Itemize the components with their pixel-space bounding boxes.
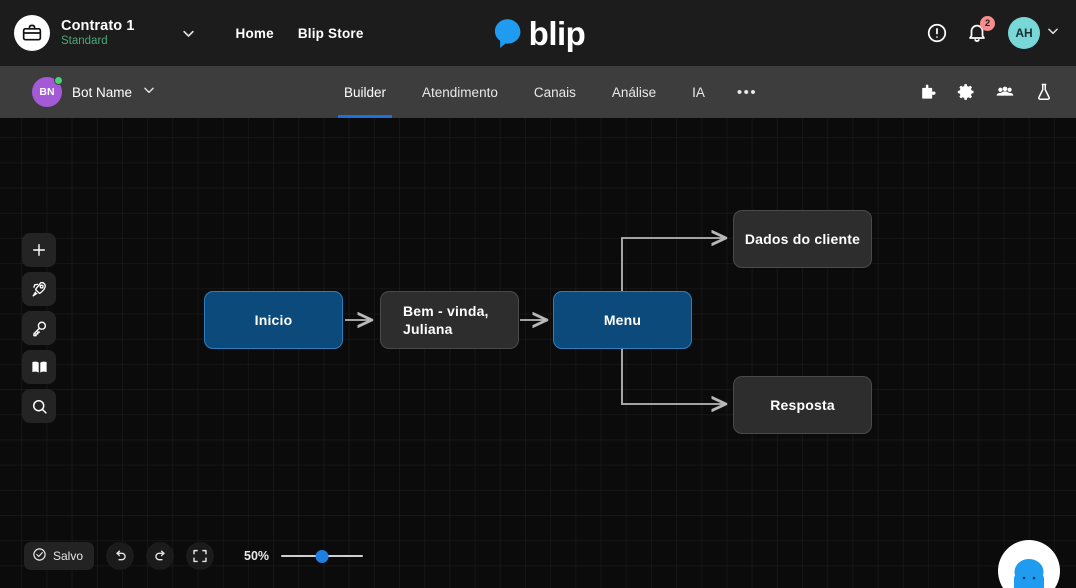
bot-sub-header-bar: BN Bot Name Builder Atendimento Canais A… <box>0 66 1076 118</box>
flow-node-bem-vinda[interactable]: Bem - vinda, Juliana <box>380 291 519 349</box>
online-status-dot <box>54 76 63 85</box>
tab-ia[interactable]: IA <box>692 84 705 100</box>
flow-node-inicio[interactable]: Inicio <box>204 291 343 349</box>
blip-logo: blip <box>491 16 586 50</box>
chevron-down-icon[interactable] <box>142 83 156 102</box>
top-nav: Home Blip Store <box>236 26 364 41</box>
saved-label: Salvo <box>53 549 84 563</box>
top-header-bar: Contrato 1 Standard Home Blip Store blip <box>0 0 1076 66</box>
flow-node-label: Menu <box>603 311 642 328</box>
canvas-toolbar <box>22 233 56 423</box>
contract-text: Contrato 1 Standard <box>61 18 135 49</box>
undo-icon[interactable] <box>106 542 135 570</box>
status-badge: Salvo <box>24 542 95 570</box>
chevron-down-icon <box>1046 24 1060 43</box>
contract-name: Contrato 1 <box>61 17 135 34</box>
contract-selector[interactable]: Contrato 1 Standard <box>0 0 206 66</box>
bot-selector[interactable]: BN Bot Name <box>0 76 156 107</box>
zoom-slider-thumb[interactable] <box>315 549 329 563</box>
fit-screen-icon[interactable] <box>186 542 215 570</box>
flow-node-label: Inicio <box>254 311 293 328</box>
gear-icon[interactable] <box>956 82 976 102</box>
flow-node-label: Resposta <box>770 396 835 413</box>
flow-node-dados-do-cliente[interactable]: Dados do cliente <box>733 210 872 268</box>
chevron-down-icon[interactable] <box>181 26 196 41</box>
flow-node-resposta[interactable]: Resposta <box>733 376 872 434</box>
flow-node-menu[interactable]: Menu <box>553 291 692 349</box>
blip-mascot-icon[interactable] <box>998 540 1060 588</box>
contract-plan: Standard <box>61 35 108 48</box>
rocket-icon[interactable] <box>22 272 56 306</box>
book-icon[interactable] <box>22 350 56 384</box>
zoom-controls: 50% <box>244 549 364 563</box>
check-circle-icon <box>32 547 47 565</box>
plus-icon[interactable] <box>22 233 56 267</box>
tab-builder[interactable]: Builder <box>326 66 404 118</box>
flow-canvas[interactable]: Inicio Bem - vinda, Juliana Menu Dados d… <box>0 118 1076 588</box>
bot-avatar-wrap: BN <box>32 76 63 107</box>
zoom-slider[interactable] <box>281 549 364 563</box>
search-icon[interactable] <box>22 389 56 423</box>
help-circle-icon[interactable] <box>926 22 948 44</box>
builder-tabs: Builder Atendimento Canais Análise IA ••… <box>326 66 771 118</box>
notification-count-badge: 2 <box>980 16 995 31</box>
avatar: AH <box>1008 17 1040 49</box>
key-icon[interactable] <box>22 311 56 345</box>
people-icon[interactable] <box>994 81 1016 103</box>
nav-link-home[interactable]: Home <box>235 25 274 41</box>
briefcase-icon <box>14 15 50 51</box>
tab-overflow-menu[interactable]: ••• <box>736 83 758 101</box>
sub-header-actions <box>918 66 1054 118</box>
tab-atendimento[interactable]: Atendimento <box>422 84 498 100</box>
tab-analise[interactable]: Análise <box>611 84 657 100</box>
bot-name-label: Bot Name <box>72 84 133 100</box>
zoom-level-label: 50% <box>244 549 270 563</box>
flow-edges <box>345 118 1076 588</box>
flow-node-label: Bem - vinda, Juliana <box>403 302 489 337</box>
puzzle-icon[interactable] <box>918 82 938 102</box>
tab-canais[interactable]: Canais <box>533 84 576 100</box>
user-menu[interactable]: AH <box>1008 17 1060 49</box>
chat-bubble-icon <box>494 19 521 48</box>
canvas-bottom-toolbar: Salvo 50% <box>24 542 364 570</box>
flow-node-label: Dados do cliente <box>744 230 861 247</box>
nav-link-blip-store[interactable]: Blip Store <box>297 25 364 41</box>
bell-icon[interactable]: 2 <box>966 16 995 44</box>
flask-icon[interactable] <box>1034 82 1054 102</box>
redo-icon[interactable] <box>146 542 175 570</box>
top-right-actions: 2 AH <box>926 0 1060 66</box>
bot-avatar: BN <box>32 77 62 107</box>
brand-wordmark: blip <box>528 14 586 52</box>
